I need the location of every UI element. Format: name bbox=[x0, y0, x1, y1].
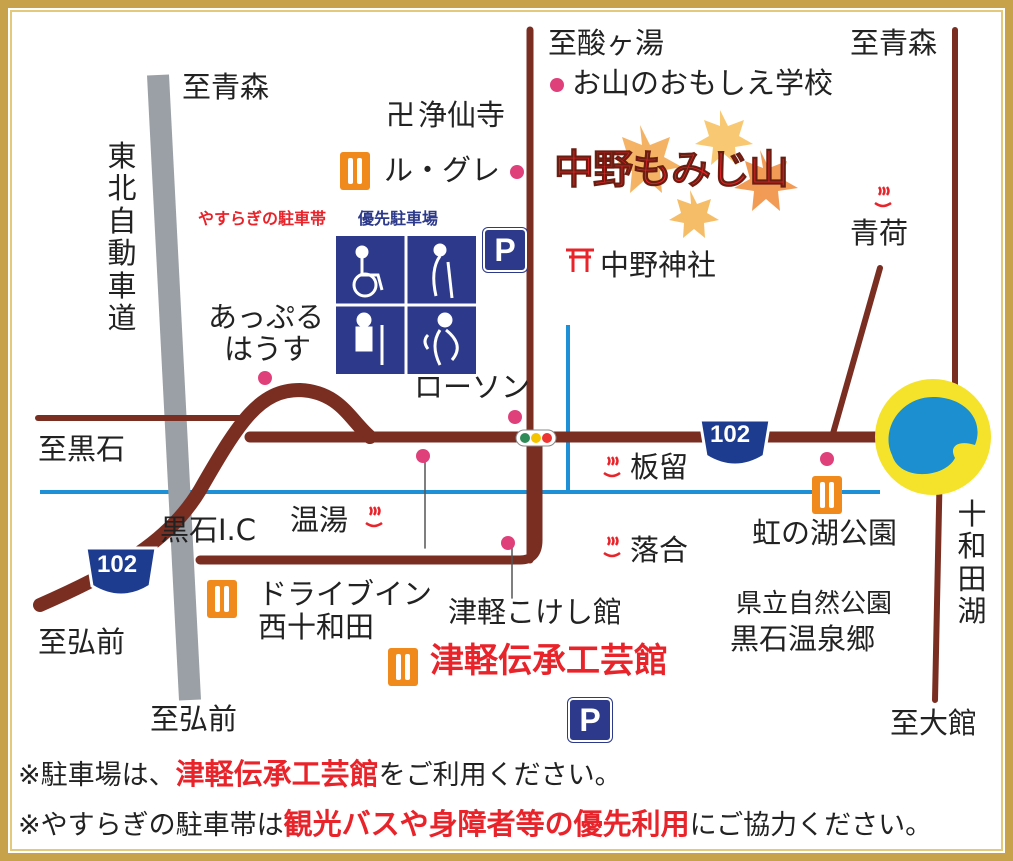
note-2-highlight: 観光バスや身障者等の優先利用 bbox=[283, 807, 690, 841]
route-number-right: 102 bbox=[710, 421, 751, 448]
denshokan-icon bbox=[388, 648, 418, 686]
restaurant-label: ル・グレ bbox=[384, 153, 501, 187]
kokeshi-label: 津軽こけし館 bbox=[448, 595, 623, 629]
park-label-line2: 黒石温泉郷 bbox=[730, 622, 876, 656]
note-2-post: にご協力ください。 bbox=[689, 810, 933, 841]
niji-park-icon bbox=[812, 476, 842, 514]
note-1-pre: ※駐車場は、 bbox=[18, 760, 176, 791]
priority-parking-label: 優先駐車場 bbox=[358, 209, 439, 228]
priority-parking-signs bbox=[336, 236, 476, 374]
maple-leaves-decoration bbox=[610, 110, 798, 238]
aoni-label: 青荷 bbox=[850, 216, 909, 250]
route-shield-right bbox=[698, 418, 772, 467]
itadome-label: 板留 bbox=[630, 450, 689, 484]
denshokan-label: 津軽伝承工芸館 bbox=[430, 641, 668, 681]
note-1-highlight: 津軽伝承工芸館 bbox=[175, 757, 379, 791]
to-aomori-left-label: 至青森 bbox=[182, 70, 270, 104]
route-number-left: 102 bbox=[97, 551, 138, 578]
nuruyu-label: 温湯 bbox=[290, 503, 349, 537]
restaurant-icon bbox=[340, 152, 370, 190]
to-aomori-right-label: 至青森 bbox=[850, 26, 938, 60]
pins bbox=[258, 78, 834, 550]
to-hirosaki-left-label: 至弘前 bbox=[38, 625, 126, 659]
frame-inner bbox=[10, 10, 1003, 851]
drivein-label-line1: ドライブイン bbox=[258, 577, 433, 611]
drivein-label-line2: 西十和田 bbox=[258, 610, 375, 644]
to-odate-label: 至大館 bbox=[890, 706, 978, 740]
appuru-label-line1: あっぷる bbox=[208, 300, 325, 334]
torii-icon bbox=[566, 248, 594, 272]
expressway-line bbox=[147, 74, 201, 701]
note-line-2: ※やすらぎの駐車帯は観光バスや身障者等の優先利用にご協力ください。 bbox=[18, 801, 932, 843]
parking-icon-top: P bbox=[483, 228, 527, 272]
note-1-post: をご利用ください。 bbox=[378, 760, 622, 791]
niji-park-label: 虹の湖公園 bbox=[752, 516, 898, 550]
hot-spring-icons bbox=[365, 186, 892, 558]
shrine-label: 中野神社 bbox=[600, 248, 717, 282]
appuru-label-line2: はうす bbox=[224, 332, 312, 366]
to-hirosaki-bottom-label: 至弘前 bbox=[150, 702, 238, 736]
school-label: お山のおもしえ学校 bbox=[572, 66, 834, 100]
to-sukayu-label: 至酸ヶ湯 bbox=[548, 26, 665, 60]
lawson-label: ローソン bbox=[414, 370, 531, 404]
lake bbox=[888, 397, 978, 475]
drivein-icon bbox=[207, 580, 237, 618]
to-towada-label: 十和田湖 bbox=[957, 497, 987, 629]
temple-icon: 卍 bbox=[386, 98, 416, 132]
expressway-label: 東北自動車道 bbox=[107, 139, 137, 336]
route-shield-left bbox=[84, 546, 158, 597]
kuroishi-ic-label: 黒石I.C bbox=[160, 513, 257, 547]
temple-label: 浄仙寺 bbox=[418, 98, 506, 132]
note-line-1: ※駐車場は、津軽伝承工芸館をご利用ください。 bbox=[18, 751, 622, 793]
yasuragi-parking-label: やすらぎの駐車帯 bbox=[198, 209, 327, 228]
note-2-pre: ※やすらぎの駐車帯は bbox=[18, 810, 284, 841]
to-kuroishi-label: 至黒石 bbox=[38, 432, 126, 466]
parking-icon-bottom: P bbox=[568, 698, 612, 742]
ochiai-label: 落合 bbox=[630, 533, 689, 567]
park-label-line1: 県立自然公園 bbox=[736, 589, 893, 619]
traffic-light-icon bbox=[515, 429, 557, 447]
map-title: 中野もみじ山 bbox=[554, 147, 790, 193]
